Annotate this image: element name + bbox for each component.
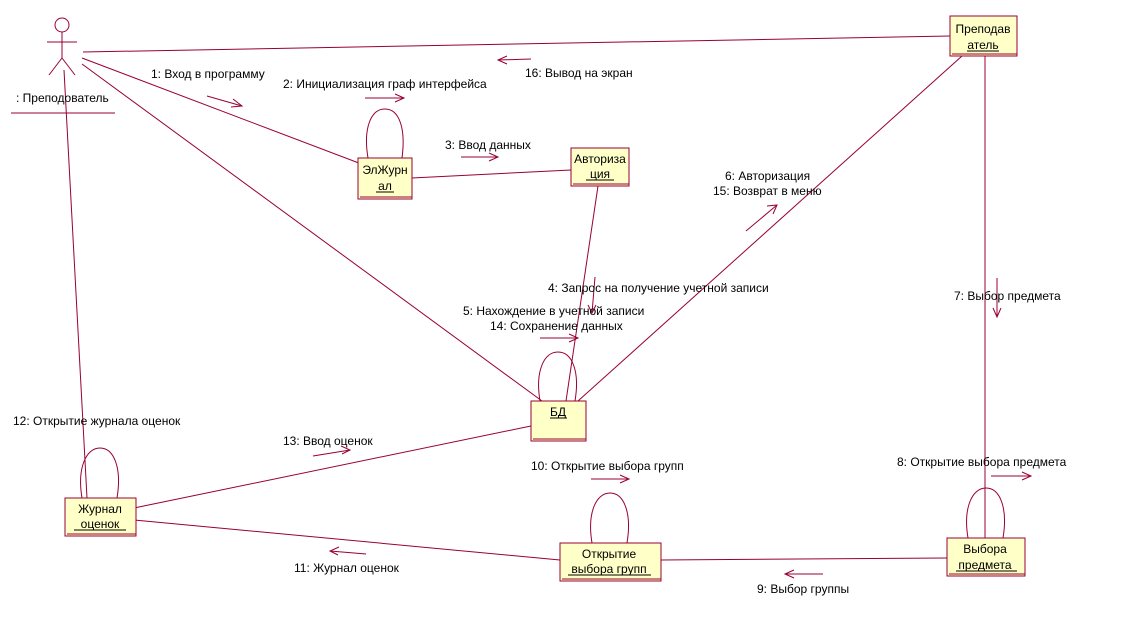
object-group-selection[interactable]: Открытие выбора групп <box>559 542 662 582</box>
message-16: 16: Вывод на экран <box>525 66 633 80</box>
message-2: 2: Инициализация граф интерфейса <box>283 77 487 91</box>
arrow-m10 <box>591 474 631 484</box>
link-groups-subject <box>660 557 948 561</box>
object-grade-journal[interactable]: Журнал оценок <box>64 497 137 537</box>
grade-journal-line2: оценок <box>81 517 120 531</box>
arrow-m7 <box>992 278 1002 319</box>
db-line1: БД <box>550 405 566 419</box>
link-actor-eljournal <box>81 57 373 169</box>
self-loop-grade-journal <box>80 447 119 499</box>
link-db-grade-journal <box>133 425 532 509</box>
message-14: 14: Сохранение данных <box>490 319 623 333</box>
link-authorization-db <box>565 185 599 402</box>
authorization-line1: Авториза <box>574 152 626 166</box>
message-9: 9: Выбор группы <box>757 582 849 596</box>
object-authorization[interactable]: Авториза ция <box>570 147 630 187</box>
link-actor-db <box>81 63 543 402</box>
self-loop-eljournal <box>366 108 404 159</box>
arrow-m6-m15 <box>745 204 778 232</box>
message-13: 13: Ввод оценок <box>283 434 373 448</box>
link-actor-teacher <box>82 35 951 53</box>
arrow-m13 <box>312 445 352 457</box>
message-3: 3: Ввод данных <box>445 138 531 152</box>
el-journal-line1: ЭлЖурн <box>362 163 407 177</box>
message-1: 1: Вход в программу <box>151 67 265 81</box>
message-6: 6: Авторизация <box>725 169 810 183</box>
self-loop-db <box>538 351 577 402</box>
grade-journal-line1: Журнал <box>78 502 122 516</box>
link-actor-grade-journal <box>63 69 88 499</box>
arrow-m3 <box>461 152 500 162</box>
message-5: 5: Нахождение в учетной записи <box>463 304 644 318</box>
object-subject-selection[interactable]: Выбора предмета <box>946 537 1026 577</box>
actor-label: : Преподователь <box>16 91 109 105</box>
subject-selection-line1: Выбора <box>963 542 1007 556</box>
link-eljournal-authorization <box>411 169 572 179</box>
authorization-line2: ция <box>590 167 610 181</box>
arrow-m5-m14 <box>540 333 580 343</box>
arrow-m8 <box>991 471 1033 481</box>
arrow-m16 <box>496 55 532 65</box>
object-el-journal[interactable]: ЭлЖурн ал <box>357 157 413 200</box>
subject-selection-line2: предмета <box>958 558 1011 572</box>
stick-figure-icon <box>47 17 77 76</box>
teacher-line1: Преподав <box>956 22 1011 36</box>
self-loop-subject <box>966 487 1005 539</box>
link-teacher-db <box>577 55 963 402</box>
message-10: 10: Открытие выбора групп <box>531 459 684 473</box>
arrow-m4 <box>587 276 597 315</box>
teacher-line2: атель <box>967 38 998 52</box>
message-4: 4: Запрос на получение учетной записи <box>548 281 769 295</box>
group-selection-line2: выбора групп <box>571 562 646 576</box>
arrow-m2 <box>365 93 406 103</box>
message-12: 12: Открытие журнала оценок <box>13 414 181 428</box>
message-7: 7: Выбор предмета <box>954 289 1061 303</box>
link-grade-journal-groups <box>133 519 561 561</box>
self-loop-groups <box>590 492 629 544</box>
arrow-m9 <box>783 569 823 579</box>
message-11: 11: Журнал оценок <box>294 561 400 575</box>
arrow-m11 <box>328 546 367 556</box>
actor-teacher[interactable]: : Преподователь <box>11 17 115 114</box>
message-15: 15: Возврат в меню <box>713 184 822 198</box>
object-teacher[interactable]: Преподав атель <box>949 15 1018 57</box>
group-selection-line1: Открытие <box>582 547 637 561</box>
el-journal-line2: ал <box>378 179 392 193</box>
arrow-m1 <box>206 95 244 108</box>
object-db[interactable]: БД <box>530 400 587 442</box>
message-8: 8: Открытие выбора предмета <box>897 455 1067 469</box>
